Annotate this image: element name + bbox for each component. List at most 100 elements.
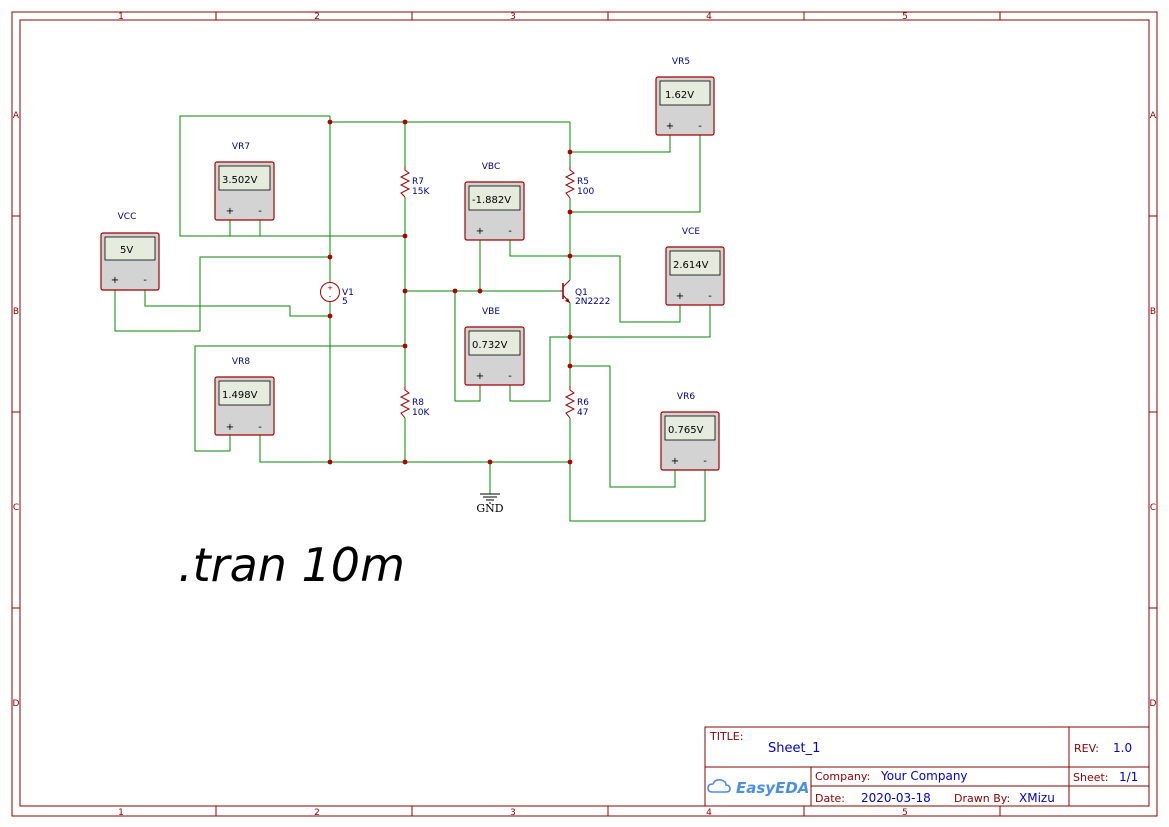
r5-ref: R5 — [577, 177, 589, 187]
easyeda-logo: EasyEDA — [707, 779, 809, 797]
r5-value: 100 — [577, 187, 594, 197]
ruler-col-5-top: 5 — [902, 12, 908, 22]
wire-vr6-plus — [570, 365, 676, 488]
title-block: TITLE: Sheet_1 REV: 1.0 EasyEDA Company:… — [704, 726, 1150, 807]
resistor-r6[interactable]: R6 47 — [564, 386, 589, 419]
vbe-name: VBE — [482, 307, 500, 317]
vr8-name: VR8 — [232, 357, 250, 367]
junctions — [327, 119, 573, 465]
vr8-plus: + — [226, 422, 234, 433]
ruler-row-a-left: A — [13, 111, 20, 121]
sheet-value: 1/1 — [1119, 770, 1138, 784]
vr6-reading: 0.765V — [668, 425, 704, 436]
v1-minus-mark: - — [329, 293, 332, 301]
voltmeter-vce[interactable]: VCE 2.614V + - — [665, 227, 725, 306]
wire-vr7-top-loop — [179, 115, 405, 237]
vcc-reading: 5V — [120, 245, 133, 256]
ruler-row-a-right: A — [1150, 111, 1157, 121]
voltage-source-v1[interactable]: + - V1 5 — [320, 282, 354, 308]
v1-plus-mark: + — [327, 284, 333, 292]
vr5-name: VR5 — [672, 57, 690, 67]
rev-value: 1.0 — [1113, 741, 1132, 755]
date-label: Date: — [815, 792, 845, 805]
vr7-minus: - — [258, 206, 262, 217]
r6-value: 47 — [577, 408, 588, 418]
resistor-r5[interactable]: R5 100 — [564, 166, 594, 199]
wire-vbe-plus — [454, 291, 481, 402]
resistor-r8[interactable]: R8 10K — [399, 386, 430, 419]
vr8-minus: - — [258, 422, 262, 433]
vbe-minus: - — [508, 371, 512, 382]
ruler-row-c-right: C — [1150, 503, 1156, 513]
voltmeter-vr8[interactable]: VR8 1.498V + - — [214, 357, 275, 436]
cloud-icon — [707, 779, 731, 793]
easyeda-wordmark: EasyEDA — [736, 779, 809, 797]
vr5-reading: 1.62V — [665, 90, 694, 101]
wire-vr8-plus — [194, 345, 405, 452]
vce-reading: 2.614V — [673, 260, 709, 271]
gnd-label: GND — [476, 502, 503, 515]
vbc-minus: - — [508, 226, 512, 237]
vcc-name: VCC — [118, 212, 137, 222]
resistor-r7[interactable]: R7 15K — [399, 166, 430, 198]
r7-ref: R7 — [412, 177, 424, 187]
company-value: Your Company — [880, 769, 968, 783]
ruler-row-b-left: B — [13, 307, 19, 317]
transistor-q1[interactable]: Q1 2N2222 — [560, 279, 610, 307]
vce-minus: - — [708, 291, 712, 302]
wire-vce-minus — [570, 298, 711, 338]
vr5-plus: + — [666, 121, 674, 132]
voltmeter-vr6[interactable]: VR6 0.765V + - — [660, 392, 720, 471]
vce-plus: + — [676, 291, 684, 302]
ruler-row-b-right: B — [1150, 307, 1156, 317]
ruler-col-5-bottom: 5 — [902, 808, 908, 818]
drawn-by-label: Drawn By: — [954, 792, 1010, 805]
wire-vr5-minus — [570, 128, 701, 213]
rev-label: REV: — [1074, 742, 1099, 755]
ruler-col-2-top: 2 — [314, 12, 320, 22]
ruler-row-c-left: C — [13, 503, 19, 513]
vbe-reading: 0.732V — [472, 340, 508, 351]
vr5-minus: - — [698, 121, 702, 132]
wire-vcc-plus — [114, 256, 330, 332]
vce-name: VCE — [682, 227, 700, 237]
vbc-name: VBC — [482, 162, 500, 172]
voltmeter-vr7[interactable]: VR7 3.502V + - — [214, 142, 275, 221]
vbc-reading: -1.882V — [472, 195, 511, 206]
vbe-plus: + — [476, 371, 484, 382]
q1-value: 2N2222 — [575, 297, 610, 307]
v1-value: 5 — [342, 297, 348, 307]
ruler-col-4-top: 4 — [706, 12, 712, 22]
vr6-name: VR6 — [677, 392, 695, 402]
title-label: TITLE: — [709, 730, 743, 743]
ruler-row-d-right: D — [1150, 699, 1157, 709]
voltmeter-vbc[interactable]: VBC -1.882V + - — [464, 162, 525, 241]
r7-value: 15K — [412, 187, 430, 197]
ruler-col-2-bottom: 2 — [314, 808, 320, 818]
wire-vcc-minus — [144, 285, 330, 317]
r6-ref: R6 — [577, 398, 589, 408]
ground-symbol[interactable]: GND — [476, 493, 504, 515]
drawn-by-value: XMizu — [1019, 791, 1055, 805]
vr6-minus: - — [703, 456, 707, 467]
wire-vbe-minus — [509, 336, 570, 402]
vr7-reading: 3.502V — [222, 175, 258, 186]
date-value: 2020-03-18 — [861, 791, 931, 805]
ruler-col-3-top: 3 — [510, 12, 516, 22]
vbc-plus: + — [476, 226, 484, 237]
wire-vr5-plus — [570, 128, 671, 153]
company-label: Company: — [815, 770, 870, 783]
q1-ref: Q1 — [575, 288, 588, 298]
ruler-col-1-top: 1 — [118, 12, 124, 22]
voltmeter-vbe[interactable]: VBE 0.732V + - — [464, 307, 525, 386]
voltmeter-vcc[interactable]: VCC 5V + - — [100, 212, 160, 291]
voltmeter-vr5[interactable]: VR5 1.62V + - — [655, 57, 715, 136]
vr6-plus: + — [671, 456, 679, 467]
sheet-title: Sheet_1 — [768, 741, 820, 756]
vr8-reading: 1.498V — [222, 390, 258, 401]
vr7-plus: + — [226, 206, 234, 217]
simulation-directive[interactable]: .tran 10m — [178, 538, 405, 592]
ruler-col-1-bottom: 1 — [118, 808, 124, 818]
vcc-plus: + — [111, 275, 119, 286]
